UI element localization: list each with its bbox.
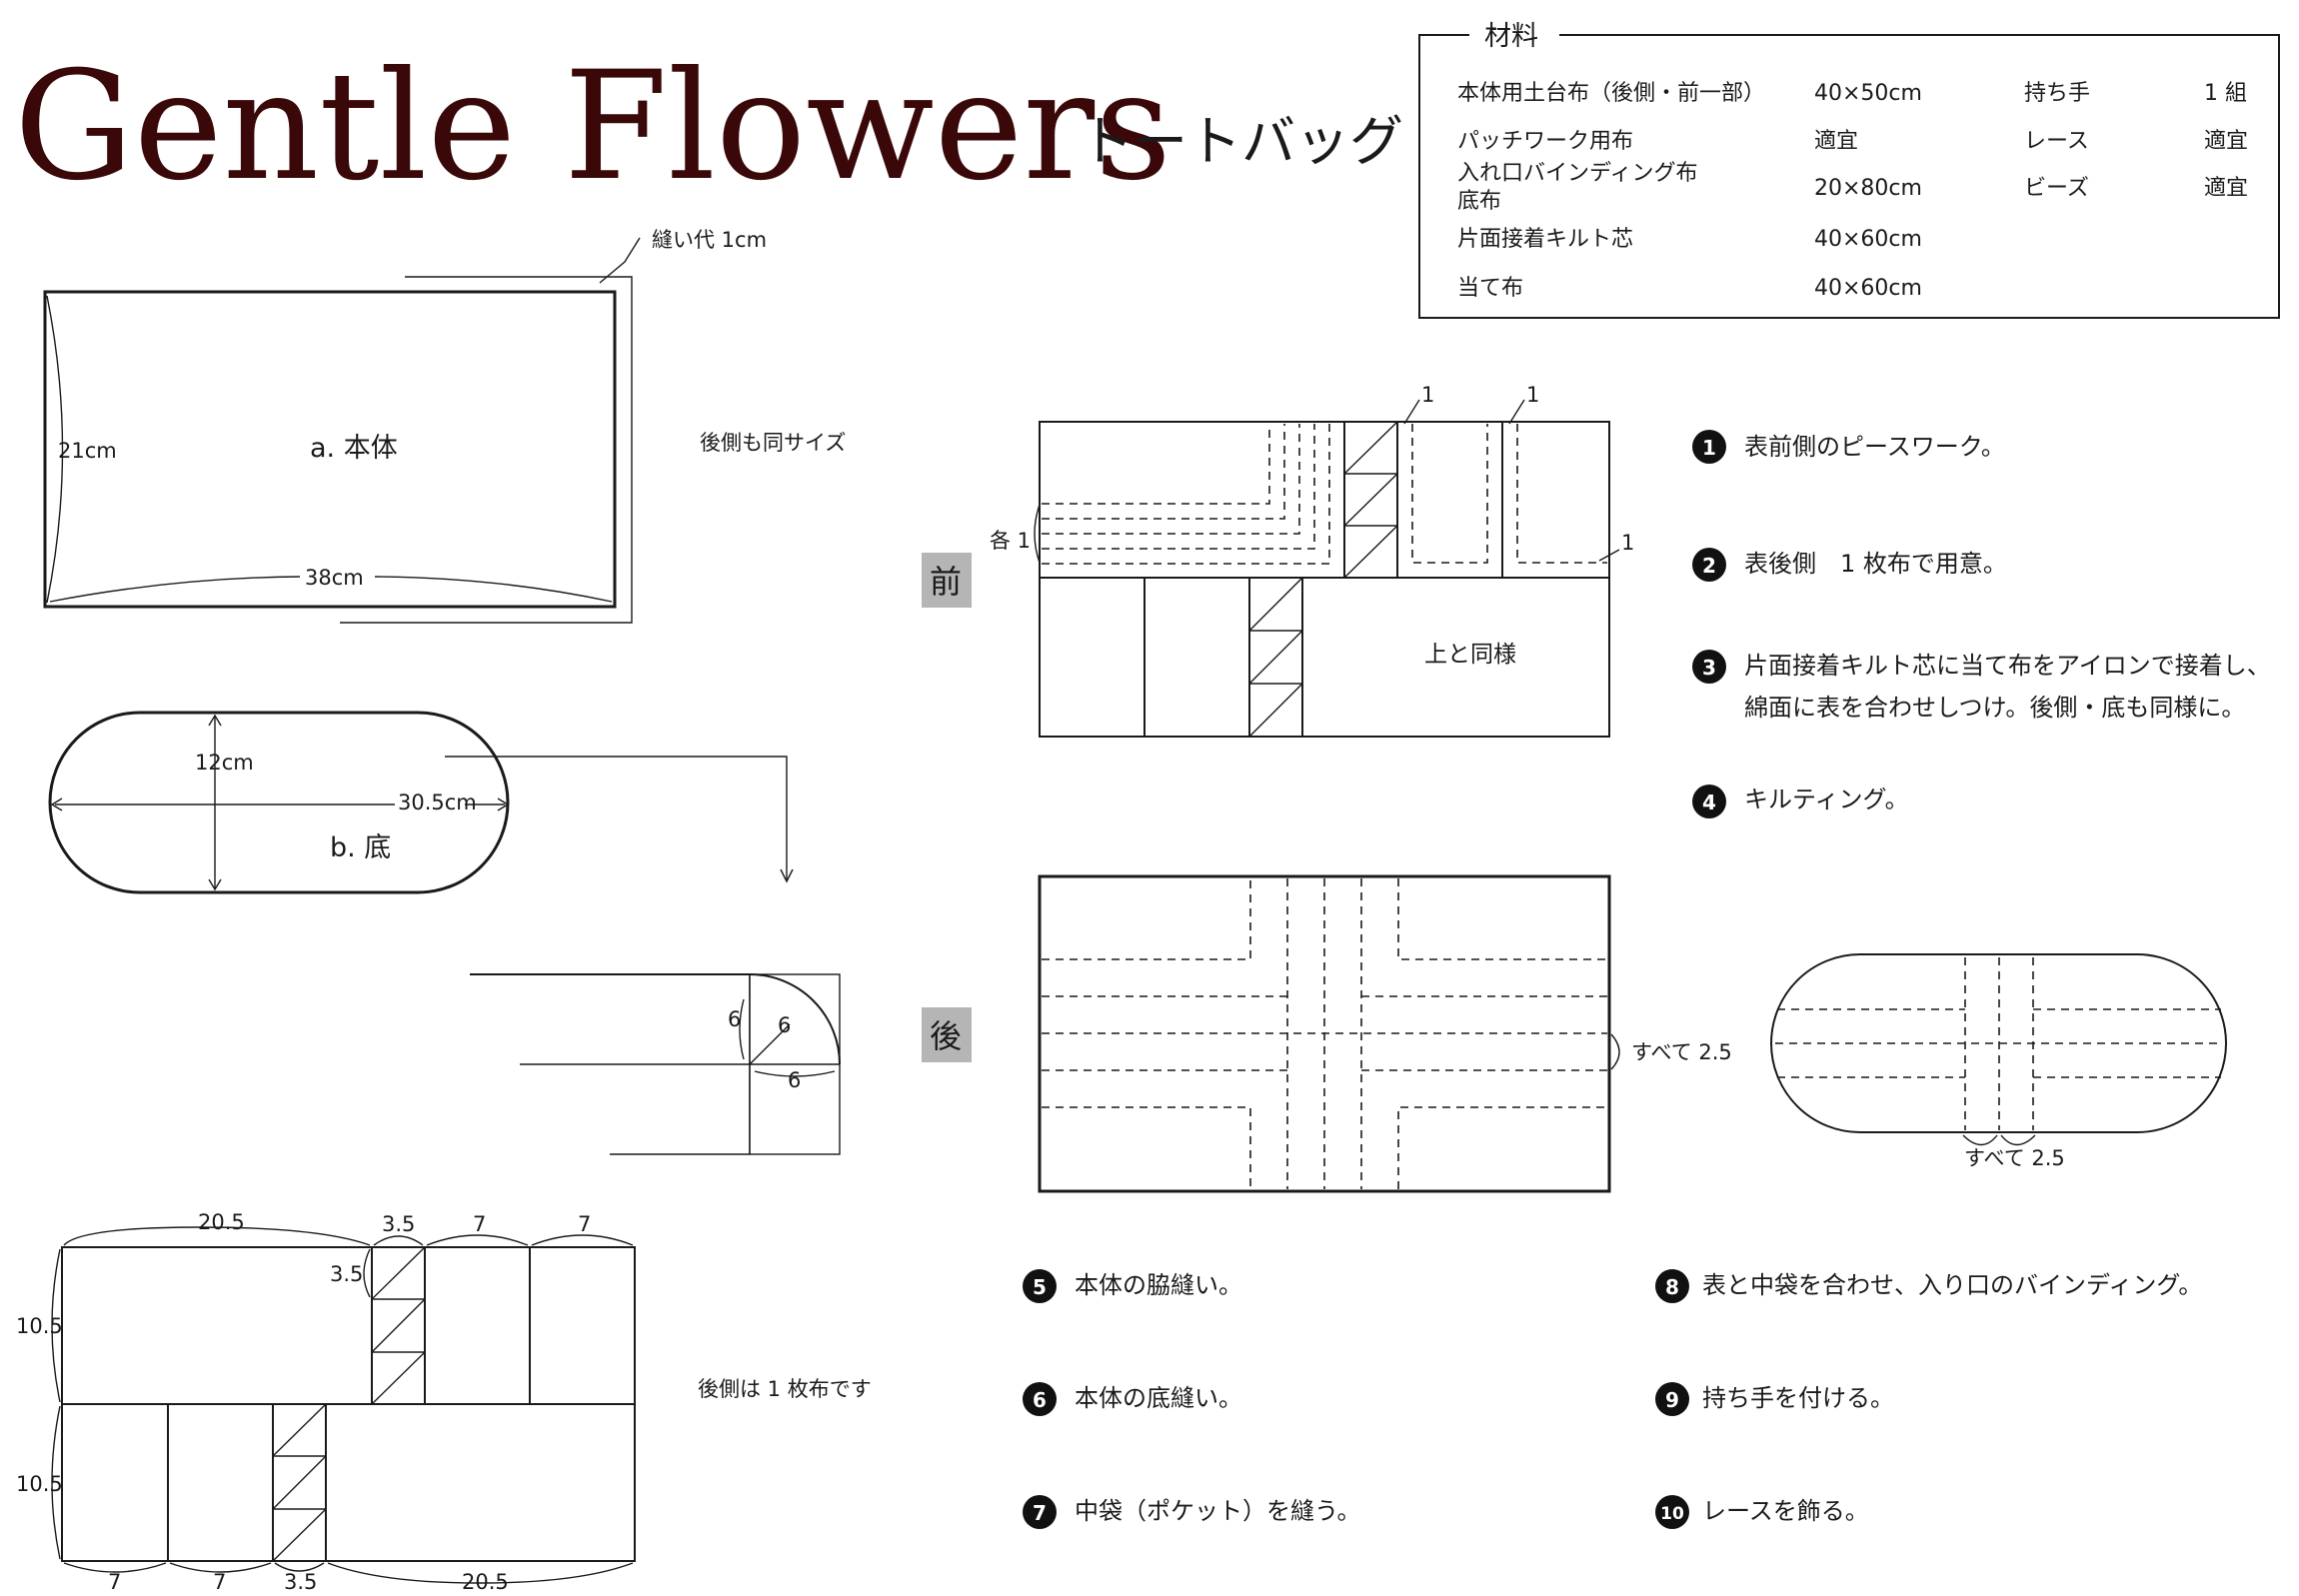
back-badge: 後 — [930, 1017, 962, 1055]
pw-bottom-dim: 7 — [213, 1570, 226, 1594]
step-text: 表後側 1 枚布で用意。 — [1744, 550, 2007, 578]
bottom-width-label: 30.5cm — [398, 791, 477, 814]
patchwork-layout: 20.5 3.5 7 7 10.5 10.5 3.5 7 7 3.5 20.5 … — [16, 1210, 872, 1594]
front-margin-3: 1 — [1621, 531, 1634, 555]
material-name-2: 底布 — [1457, 189, 1501, 214]
step-text: 持ち手を付ける。 — [1702, 1384, 1894, 1412]
material-name: パッチワーク用布 — [1457, 129, 1633, 154]
bottom-pattern: 12cm 30.5cm b. 底 — [48, 711, 794, 894]
step-number: 3 — [1702, 656, 1716, 680]
front-margin-1: 1 — [1421, 383, 1434, 407]
material-size: 40×60cm — [1814, 276, 1922, 301]
step-number: 2 — [1702, 554, 1716, 578]
step-number: 1 — [1702, 436, 1716, 460]
step-number: 8 — [1665, 1275, 1679, 1299]
material-size: 適宜 — [1814, 129, 1858, 154]
body-width-label: 38cm — [305, 566, 364, 590]
step-number: 5 — [1033, 1275, 1047, 1299]
material-name: 入れ口バインディング布 — [1457, 161, 1697, 186]
pw-left-dim: 10.5 — [16, 1314, 63, 1338]
material-name: 片面接着キルト芯 — [1457, 227, 1633, 252]
step-text: 本体の脇縫い。 — [1075, 1271, 1242, 1299]
back-badge-bg — [922, 1007, 972, 1062]
pw-bottom-dim: 7 — [108, 1570, 121, 1594]
pw-top-dim: 20.5 — [198, 1210, 245, 1234]
front-badge-bg — [922, 553, 972, 608]
step-text: 中袋（ポケット）を縫う。 — [1075, 1497, 1361, 1525]
material-size: 40×60cm — [1814, 227, 1922, 252]
corner-detail: 6 6 6 — [470, 973, 841, 1155]
corner-dim-c: 6 — [788, 1068, 801, 1092]
seam-allowance-label: 縫い代 1cm — [652, 228, 767, 252]
body-pattern: 縫い代 1cm 21cm 38cm a. 本体 後側も同サイズ — [43, 228, 846, 624]
extra-name: ビーズ — [2024, 176, 2089, 201]
extra-qty: 適宜 — [2204, 129, 2248, 154]
pw-top-dim: 3.5 — [382, 1212, 415, 1236]
step-text: 表と中袋を合わせ、入り口のバインディング。 — [1702, 1271, 2202, 1299]
bottom-label: b. 底 — [330, 832, 391, 863]
steps-list: 1 表前側のピースワーク。 2 表後側 1 枚布で用意。 3 片面接着キルト芯に… — [1023, 430, 2271, 1529]
page-title: Gentle Flowers — [14, 40, 1171, 214]
step-number: 9 — [1665, 1388, 1679, 1412]
step-number: 10 — [1660, 1504, 1684, 1524]
body-label: a. 本体 — [310, 433, 398, 464]
step-number: 6 — [1033, 1388, 1047, 1412]
corner-dim-a: 6 — [728, 1007, 741, 1031]
step-number: 7 — [1033, 1501, 1047, 1525]
material-size: 40×50cm — [1814, 81, 1922, 106]
material-name: 当て布 — [1457, 276, 1523, 301]
materials-box: 材料 本体用土台布（後側・前一部） 40×50cm パッチワーク用布 適宜 入れ… — [1418, 21, 2280, 319]
front-diagram: 前 各 1 1 1 1 上と同様 — [922, 383, 1634, 738]
pw-bottom-dim: 20.5 — [462, 1570, 509, 1594]
front-margin-2: 1 — [1526, 383, 1539, 407]
back-one-piece-note: 後側は 1 枚布です — [698, 1377, 872, 1401]
back-diagram: 後 すべて 2.5 すべて 2.5 — [922, 874, 2227, 1193]
step-text: 片面接着キルト芯に当て布をアイロンで接着し、 — [1744, 652, 2271, 680]
materials-heading: 材料 — [1484, 21, 1538, 52]
body-height-label: 21cm — [58, 439, 117, 463]
extra-qty: 1 組 — [2204, 81, 2247, 106]
step-text: レースを飾る。 — [1702, 1497, 1869, 1525]
pw-top-dim: 7 — [473, 1212, 486, 1236]
bottom-height-label: 12cm — [195, 751, 254, 775]
corner-dim-b: 6 — [778, 1013, 791, 1037]
extra-name: 持ち手 — [2024, 81, 2090, 106]
pw-triangle-dim: 3.5 — [330, 1262, 363, 1286]
step-text: 本体の底縫い。 — [1075, 1384, 1242, 1412]
back-same-size-note: 後側も同サイズ — [700, 431, 846, 455]
oval-spacing-label: すべて 2.5 — [1964, 1146, 2065, 1170]
page-subtitle: トートバッグ — [1080, 110, 1403, 173]
pw-top-dim: 7 — [578, 1212, 591, 1236]
back-spacing-label: すべて 2.5 — [1631, 1040, 1732, 1064]
material-name: 本体用土台布（後側・前一部） — [1457, 81, 1765, 106]
front-each-label: 各 1 — [990, 529, 1031, 553]
step-text-2: 綿面に表を合わせしつけ。後側・底も同様に。 — [1744, 694, 2245, 722]
front-badge: 前 — [930, 563, 962, 601]
same-as-above-label: 上と同様 — [1424, 642, 1516, 668]
step-number: 4 — [1702, 791, 1716, 814]
pw-left-dim: 10.5 — [16, 1472, 63, 1496]
material-size: 20×80cm — [1814, 176, 1922, 201]
step-text: キルティング。 — [1744, 786, 1909, 813]
pw-bottom-dim: 3.5 — [284, 1570, 317, 1594]
extra-qty: 適宜 — [2204, 176, 2248, 201]
step-text: 表前側のピースワーク。 — [1744, 433, 2005, 461]
extra-name: レース — [2024, 129, 2089, 154]
